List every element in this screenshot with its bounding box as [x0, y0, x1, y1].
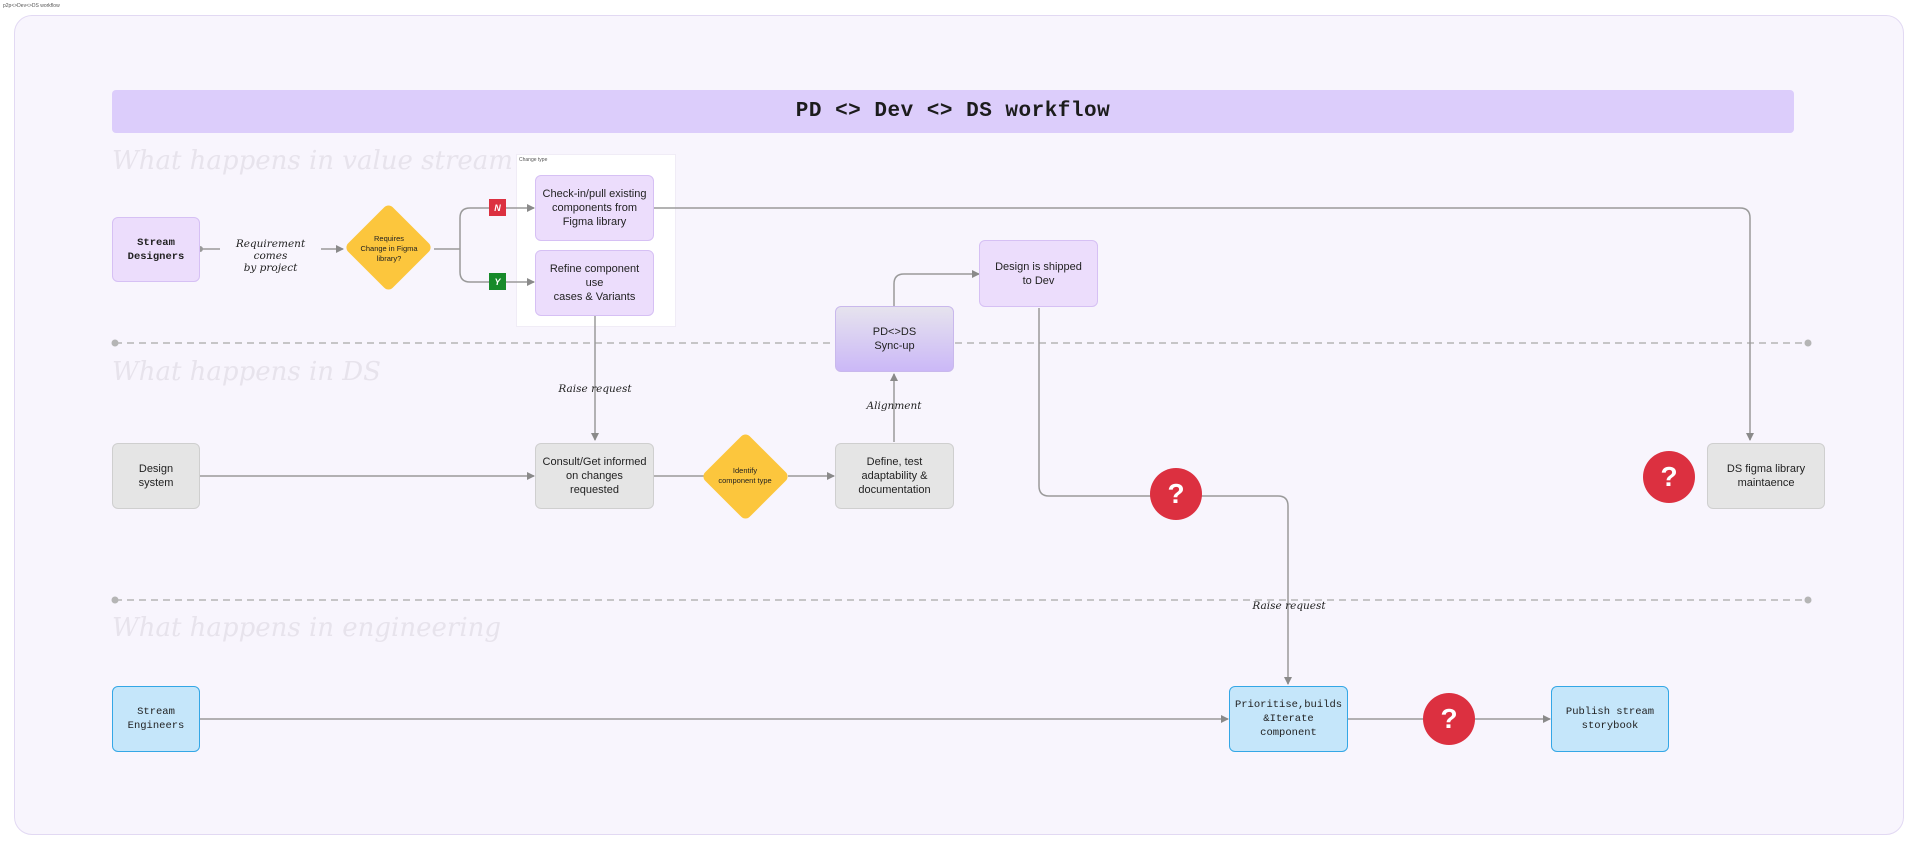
- node-prioritise-builds-label: Prioritise,builds &Iterate component: [1234, 699, 1343, 739]
- node-refine-component[interactable]: Refine component use cases & Variants: [535, 250, 654, 316]
- node-consult[interactable]: Consult/Get informed on changes requeste…: [535, 443, 654, 509]
- node-publish-storybook-label: Publish stream storybook: [1565, 706, 1655, 732]
- question-mark-icon: ?: [1150, 468, 1202, 520]
- node-ds-figma-library[interactable]: DS figma library maintaence: [1707, 443, 1825, 509]
- decision-requires-change-label: Requires Change in Figma library?: [360, 234, 418, 263]
- badge-yes: Y: [489, 273, 506, 290]
- page-title: p2p<>Dev<>DS workflow: [3, 3, 60, 9]
- node-publish-storybook[interactable]: Publish stream storybook: [1551, 686, 1669, 752]
- node-check-in-components-label: Check-in/pull existing components from F…: [542, 188, 647, 228]
- node-stream-designers-label: Stream Designers: [127, 236, 185, 263]
- lane-divider-2-end-dot: [1804, 596, 1812, 604]
- node-stream-engineers-label: Stream Engineers: [127, 706, 185, 732]
- badge-no: N: [489, 199, 506, 216]
- node-design-system[interactable]: Design system: [112, 443, 200, 509]
- node-design-shipped-label: Design is shipped to Dev: [995, 260, 1082, 287]
- node-define-test[interactable]: Define, test adaptability & documentatio…: [835, 443, 954, 509]
- lane-label-engineering: What happens in engineering: [112, 613, 502, 643]
- node-design-shipped[interactable]: Design is shipped to Dev: [979, 240, 1098, 307]
- node-consult-label: Consult/Get informed on changes requeste…: [542, 456, 647, 496]
- node-define-test-label: Define, test adaptability & documentatio…: [858, 456, 931, 496]
- node-ds-figma-library-label: DS figma library maintaence: [1726, 463, 1806, 489]
- label-raise-request-2: Raise request: [1252, 600, 1326, 612]
- lane-label-value-stream: What happens in value stream: [112, 146, 513, 176]
- lane-divider-1-end-dot: [1804, 339, 1812, 347]
- connector-sync-to-shipped: [893, 270, 980, 306]
- node-pd-ds-sync-label: PD<>DS Sync-up: [872, 326, 917, 352]
- change-type-section-label: Change type: [519, 157, 548, 163]
- node-refine-component-label: Refine component use cases & Variants: [549, 263, 640, 303]
- lane-divider-2-start-dot: [111, 596, 119, 604]
- node-stream-engineers[interactable]: Stream Engineers: [112, 686, 200, 752]
- decision-identify-component-type-label: Identify component type: [718, 466, 772, 485]
- label-alignment: Alignment: [866, 400, 922, 412]
- connector-branch-to-n: [459, 207, 489, 249]
- question-mark-icon: ?: [1423, 693, 1475, 745]
- node-prioritise-builds[interactable]: Prioritise,builds &Iterate component: [1229, 686, 1348, 752]
- label-requirement: Requirement comes by project: [235, 238, 306, 274]
- workflow-title-banner: PD <> Dev <> DS workflow: [112, 90, 1794, 133]
- node-pd-ds-sync[interactable]: PD<>DS Sync-up: [835, 306, 954, 372]
- lane-divider-1-start-dot: [111, 339, 119, 347]
- question-mark-icon: ?: [1643, 451, 1695, 503]
- connector-branch-to-y: [459, 249, 489, 283]
- node-stream-designers[interactable]: Stream Designers: [112, 217, 200, 282]
- label-raise-request-1: Raise request: [558, 383, 632, 395]
- node-check-in-components[interactable]: Check-in/pull existing components from F…: [535, 175, 654, 241]
- node-design-system-label: Design system: [138, 463, 174, 489]
- connector-checkin-to-ds-figma: [654, 207, 1754, 441]
- lane-label-ds: What happens in DS: [112, 357, 381, 387]
